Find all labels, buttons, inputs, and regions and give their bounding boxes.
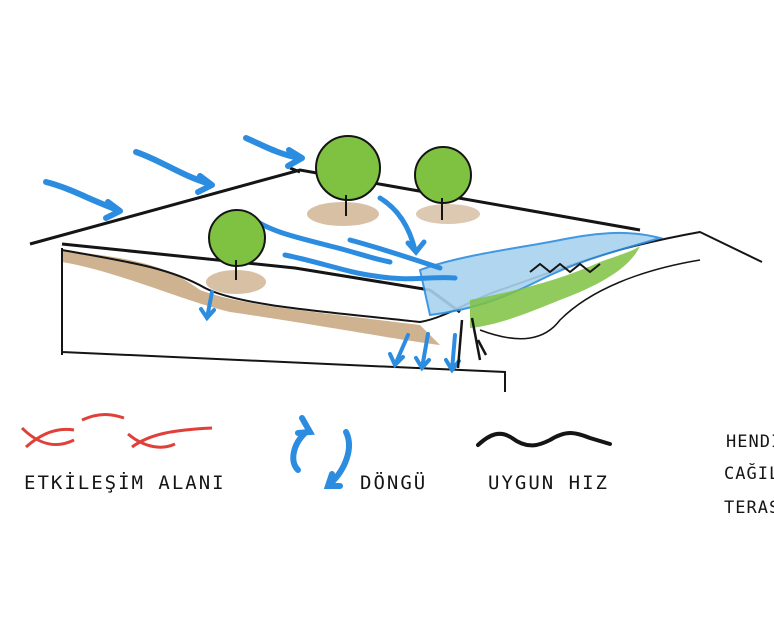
ink-roots bbox=[456, 317, 488, 369]
tree-icon bbox=[414, 146, 480, 224]
drain-arrow-icon bbox=[444, 333, 461, 374]
soil-layer bbox=[62, 250, 440, 345]
wind-arrow-icon bbox=[43, 179, 121, 213]
drain-arrow-icon bbox=[414, 332, 431, 372]
speed-label: UYGUN HIZ bbox=[488, 472, 609, 494]
runoff-flows bbox=[249, 195, 458, 282]
cycle-arrows-icon bbox=[323, 429, 352, 489]
tree-icon bbox=[307, 135, 381, 226]
stream-waves bbox=[529, 262, 601, 274]
cut-label-line-3: TERAS bbox=[724, 498, 774, 518]
trees bbox=[206, 135, 480, 294]
drain-arrows bbox=[199, 290, 461, 374]
wind-arrow-icon bbox=[133, 149, 213, 187]
interaction-area-label: ETKİLEŞİM ALANI bbox=[24, 472, 226, 494]
speed-legend-symbol bbox=[476, 431, 612, 448]
left-edge bbox=[61, 248, 506, 392]
slope-right bbox=[479, 259, 701, 340]
wind-arrows bbox=[43, 135, 305, 221]
cut-label-line-2: CAĞIL bbox=[724, 464, 774, 484]
interaction-legend-symbol bbox=[20, 413, 213, 449]
x-cross-icon bbox=[20, 426, 75, 449]
cycle-arrows-icon bbox=[290, 415, 315, 473]
tree-icon bbox=[206, 209, 266, 294]
wavy-line-icon bbox=[476, 431, 612, 448]
drain-arrow-icon bbox=[388, 333, 410, 369]
cycle-label: DÖNGÜ bbox=[360, 472, 428, 494]
drain-arrow-icon bbox=[199, 290, 216, 322]
water-channel bbox=[418, 231, 664, 328]
cut-label-line-1: HENDI bbox=[726, 432, 774, 452]
cycle-legend-symbol bbox=[290, 415, 352, 489]
